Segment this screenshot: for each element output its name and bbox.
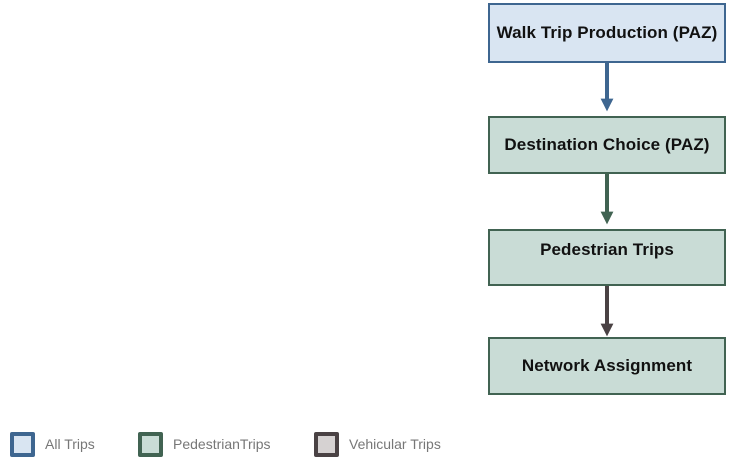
node-pedestrian-trips: Pedestrian Trips xyxy=(488,229,726,286)
legend-item-pedestrian-trips: PedestrianTrips xyxy=(138,429,271,459)
node-label: Walk Trip Production (PAZ) xyxy=(496,23,718,42)
legend-swatch-vehicular-trips xyxy=(314,431,339,457)
legend-item-all-trips: All Trips xyxy=(10,429,95,459)
node-label: Pedestrian Trips xyxy=(540,239,674,259)
legend-swatch-all-trips xyxy=(10,431,35,457)
node-destination-choice: Destination Choice (PAZ) xyxy=(488,116,726,174)
node-label: Network Assignment xyxy=(521,356,693,375)
node-label: Destination Choice (PAZ) xyxy=(504,135,710,154)
node-network-assignment: Network Assignment xyxy=(488,337,726,395)
node-walk-trip-production: Walk Trip Production (PAZ) xyxy=(488,3,726,63)
legend-label: PedestrianTrips xyxy=(173,436,271,452)
legend-label: All Trips xyxy=(45,436,95,452)
legend-label: Vehicular Trips xyxy=(349,436,441,452)
legend-item-vehicular-trips: Vehicular Trips xyxy=(314,429,441,459)
legend-swatch-pedestrian-trips xyxy=(138,431,163,457)
